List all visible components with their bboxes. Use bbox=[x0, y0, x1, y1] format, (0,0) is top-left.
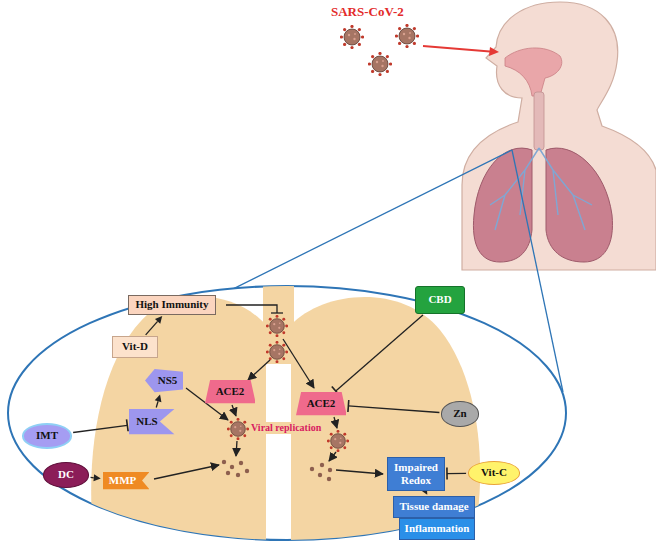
nasal-cavity bbox=[505, 48, 562, 96]
bronchi bbox=[490, 148, 592, 230]
node-text: CBD bbox=[428, 293, 451, 306]
entry-arrow bbox=[423, 46, 496, 52]
protein-shape: NLS bbox=[129, 409, 174, 434]
connector-line bbox=[447, 473, 466, 475]
process-label: Viral replication bbox=[250, 422, 322, 434]
connector-line bbox=[91, 477, 94, 479]
node-text: Inflammation bbox=[405, 522, 470, 535]
lung bbox=[546, 148, 612, 262]
connector-line bbox=[336, 315, 423, 391]
node-text: ACE2 bbox=[307, 397, 336, 410]
shape-fill bbox=[296, 392, 347, 415]
connector bbox=[332, 315, 423, 396]
shape-fill bbox=[205, 380, 256, 403]
arrow-head bbox=[155, 395, 162, 403]
protein-shape: NS5 bbox=[145, 369, 184, 392]
node-text: Tissue damage bbox=[399, 500, 468, 513]
agent-oval: Vit-C bbox=[468, 461, 520, 484]
connector-line bbox=[73, 425, 127, 432]
agent-box: CBD bbox=[415, 286, 464, 313]
virus-icon bbox=[266, 315, 288, 337]
process-box: Inflammation bbox=[399, 518, 476, 539]
node-text: Impaired Redox bbox=[393, 461, 439, 487]
connector bbox=[447, 468, 466, 480]
process-box: Tissue damage bbox=[393, 496, 474, 517]
agent-oval: Zn bbox=[441, 401, 478, 426]
connector bbox=[73, 419, 128, 432]
virus-icon bbox=[340, 25, 364, 49]
virus-icon bbox=[227, 418, 249, 440]
connector bbox=[348, 400, 439, 413]
node-text: NS5 bbox=[158, 374, 178, 387]
arrow-head bbox=[155, 316, 162, 324]
inhibit-bar bbox=[347, 400, 349, 412]
process-box: High Immunity bbox=[128, 295, 215, 314]
agent-oval: IMT bbox=[22, 423, 72, 448]
virus-particles bbox=[222, 460, 332, 481]
node-text: Vit-D bbox=[122, 340, 148, 353]
receptor-shape: ACE2 bbox=[205, 380, 256, 403]
human-body bbox=[462, 2, 656, 270]
connector-line bbox=[348, 406, 439, 413]
virus-icon bbox=[395, 24, 419, 48]
arrow-head bbox=[489, 47, 499, 56]
process-box: Impaired Redox bbox=[387, 457, 445, 491]
agent-oval: DC bbox=[43, 462, 89, 487]
node-text: DC bbox=[58, 468, 74, 481]
arrow-head bbox=[93, 474, 100, 481]
shape-fill bbox=[103, 472, 149, 489]
node-text: Vit-C bbox=[481, 466, 507, 479]
shape-fill bbox=[145, 369, 184, 392]
connector bbox=[146, 316, 163, 335]
trachea bbox=[534, 92, 544, 150]
mechanism-line bbox=[154, 305, 383, 479]
node-text: ACE2 bbox=[216, 385, 245, 398]
enzyme-tag: MMP bbox=[103, 472, 149, 489]
connector-line bbox=[156, 401, 158, 407]
virus-icon bbox=[327, 430, 349, 452]
node-text: MMP bbox=[109, 474, 136, 487]
receptor-shape: ACE2 bbox=[296, 392, 347, 415]
node-text: IMT bbox=[36, 429, 58, 442]
node-text: NLS bbox=[136, 415, 157, 428]
node-text: High Immunity bbox=[135, 298, 208, 311]
virus-label: SARS-CoV-2 bbox=[331, 4, 404, 20]
inhibit-bar bbox=[127, 419, 129, 431]
shape-fill bbox=[129, 409, 174, 434]
virus-icon bbox=[368, 52, 392, 76]
connector bbox=[91, 474, 101, 481]
connector bbox=[155, 395, 162, 408]
inhibit-bar bbox=[446, 468, 448, 480]
node-text: Zn bbox=[453, 407, 466, 420]
lungs bbox=[91, 284, 480, 543]
agent-box: Vit-D bbox=[112, 336, 158, 357]
connector-line bbox=[146, 321, 158, 335]
virus-icon bbox=[266, 341, 288, 363]
